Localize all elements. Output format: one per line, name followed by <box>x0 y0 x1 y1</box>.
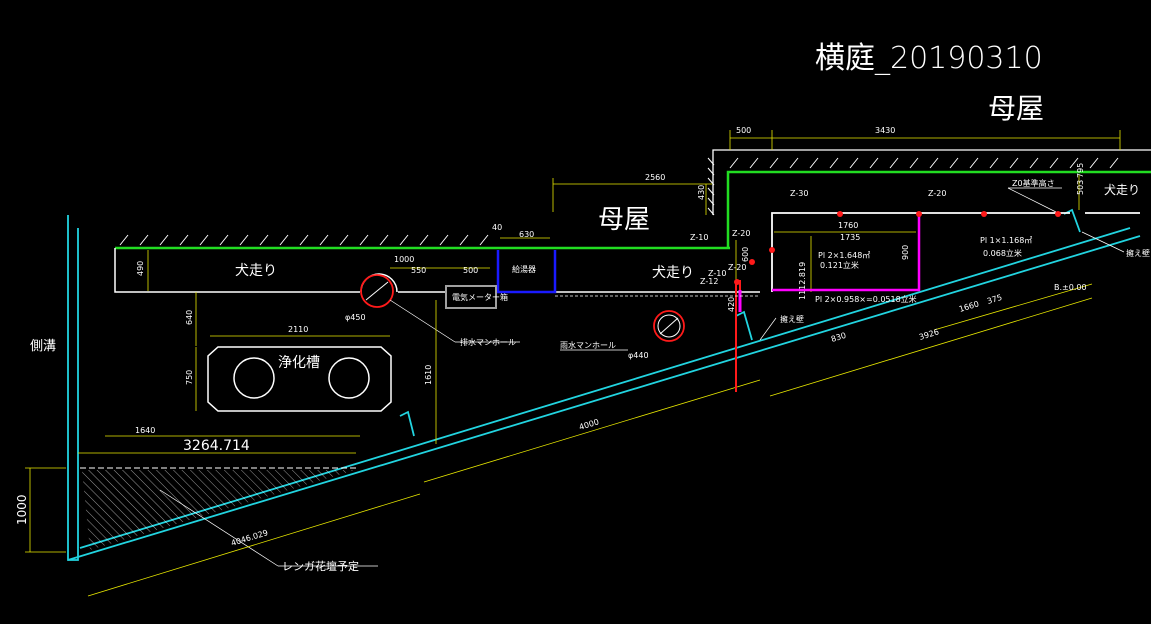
dim-830: 830 <box>830 331 847 344</box>
septic-tank-label: 浄化槽 <box>278 355 320 371</box>
area-1: Pl 2×1.648㎡ <box>818 251 870 260</box>
drain-manhole-label: 排水マンホール <box>460 337 516 347</box>
hot-water-box-label: 給湯器 <box>512 264 536 274</box>
dim-1760: 1760 <box>838 221 858 230</box>
meter-box <box>445 285 497 309</box>
side-ditch-label: 側溝 <box>30 339 56 354</box>
septic-tank <box>207 346 392 412</box>
dim-2110: 2110 <box>288 325 308 334</box>
dim-600: 600 <box>741 247 750 262</box>
dog-run-left-slab <box>114 248 445 293</box>
drain-manhole-leader <box>389 299 456 343</box>
brick-bed-leader <box>159 489 279 567</box>
drain-manhole-phi: φ450 <box>345 313 366 322</box>
b-level-label: B.±0.00 <box>1054 283 1087 292</box>
dim-1735: 1735 <box>840 233 860 242</box>
brick-bed-hatch <box>82 470 355 550</box>
meter-box-label: 電気メーター箱 <box>452 292 508 302</box>
elev-tag-z12: Z-12 <box>700 277 718 286</box>
dim-1112: 1112.819 <box>798 262 807 300</box>
dog-run-mid-label: 犬走り <box>652 265 694 281</box>
area-2: Pl 2×0.958×=0.0518立米 <box>815 294 917 304</box>
elev-tag-z10-b: Z-10 <box>708 269 726 278</box>
rain-manhole-label: 雨水マンホール <box>560 340 616 350</box>
dim-3926: 3926 <box>918 327 940 342</box>
red-dots <box>734 211 1061 285</box>
elev-tag-z30: Z-30 <box>790 189 808 198</box>
retaining-wall-leader-2 <box>1081 231 1125 253</box>
dim-3264: 3264.714 <box>183 438 250 454</box>
dim-640: 640 <box>185 310 194 325</box>
brick-bed-label: レンガ花壇予定 <box>282 559 359 573</box>
elev-tag-z20-a: Z-20 <box>928 189 946 198</box>
right-slab-magenta <box>772 213 921 292</box>
blue-slab <box>496 250 557 294</box>
dim-2560: 2560 <box>645 173 665 182</box>
dim-795: 795 <box>1076 163 1085 178</box>
dim-500b: 500 <box>463 266 478 275</box>
area-3: Pl 1×1.168㎡ <box>980 236 1032 245</box>
drain-manhole <box>360 273 398 308</box>
rain-manhole <box>653 310 685 342</box>
dim-420: 420 <box>727 297 736 312</box>
dog-run-right-label: 犬走り <box>1104 183 1140 197</box>
dim-1660: 1660 <box>958 299 980 314</box>
dim-3430: 3430 <box>875 126 895 135</box>
dim-630: 630 <box>519 230 534 239</box>
retaining-wall-leader <box>759 317 777 341</box>
dim-430: 430 <box>697 185 706 200</box>
dim-550: 550 <box>411 266 426 275</box>
area-1b: 0.121立米 <box>820 260 859 270</box>
wall-green-line <box>115 170 1151 250</box>
dim-1000: 1000 <box>394 255 414 264</box>
ground-hatch-right <box>707 157 1119 216</box>
retaining-wall-label: 擁え壁 <box>780 314 804 324</box>
dim-40: 40 <box>492 223 502 232</box>
drawing-title: 横庭_20190310 <box>815 41 1043 76</box>
dim-900: 900 <box>901 245 910 260</box>
elev-tag-z20-b: Z-20 <box>732 229 750 238</box>
right-slab-white <box>771 212 1140 292</box>
area-3b: 0.068立米 <box>983 248 1022 258</box>
building-label-mid: 母屋 <box>598 205 650 235</box>
elev-tag-z10-a: Z-10 <box>690 233 708 242</box>
dim-500: 500 <box>736 126 751 135</box>
dimension-lines <box>25 130 1121 597</box>
dim-1640: 1640 <box>135 426 155 435</box>
dim-375: 375 <box>986 293 1003 306</box>
dog-run-left-label: 犬走り <box>235 263 277 279</box>
dim-750: 750 <box>185 370 194 385</box>
benchmark-leader-2 <box>1007 187 1057 213</box>
benchmark-label: Z0基準高さ <box>1012 178 1055 188</box>
ground-hatch-left <box>119 234 489 246</box>
rain-manhole-phi: φ440 <box>628 351 649 360</box>
dim-490-left: 490 <box>136 261 145 276</box>
dim-1000v: 1000 <box>15 494 29 525</box>
building-outline <box>712 149 1151 215</box>
dim-503: 503 <box>1076 180 1085 195</box>
building-label-top: 母屋 <box>988 92 1044 125</box>
elev-tag-z20-c: Z-20 <box>728 263 746 272</box>
dim-4046: 4046.029 <box>230 528 269 548</box>
retaining-wall-label-2: 擁え壁 <box>1126 248 1150 258</box>
dim-1610: 1610 <box>424 365 433 385</box>
